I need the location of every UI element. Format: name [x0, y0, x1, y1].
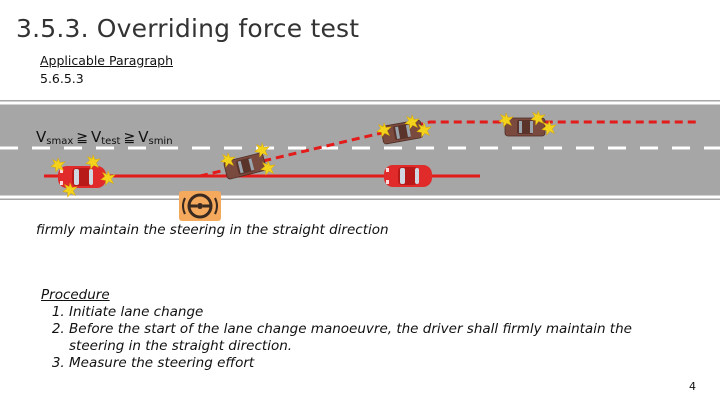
procedure-title: Procedure [41, 287, 110, 303]
ge-symbol: ≧ [76, 130, 88, 146]
speed-condition: Vsmax≧Vtest≧Vsmin [36, 128, 173, 147]
procedure-steps: Initiate lane change Before the start of… [41, 304, 691, 372]
section-number: 3.5.3. [16, 14, 89, 43]
procedure-step: Initiate lane change [69, 304, 691, 321]
procedure-step: Measure the steering effort [69, 355, 691, 372]
procedure-section: Procedure Initiate lane change Before th… [41, 287, 691, 372]
v-smax-subscript: smax [46, 136, 74, 147]
v-test-subscript: test [101, 136, 121, 147]
applicable-paragraph-label: Applicable Paragraph [40, 53, 173, 68]
section-title: Overriding force test [96, 14, 360, 43]
red-car-icon [384, 165, 432, 187]
ge-symbol: ≧ [123, 130, 136, 146]
procedure-step: Before the start of the lane change mano… [69, 321, 691, 355]
page-number: 4 [689, 380, 696, 393]
v-symbol: V [36, 128, 47, 146]
steering-wheel-icon [179, 191, 221, 221]
paragraph-number: 5.6.5.3 [40, 71, 84, 86]
road [0, 100, 720, 200]
v-symbol: V [138, 128, 149, 146]
v-smin-subscript: smin [148, 136, 173, 147]
slide-title: 3.5.3.Overriding force test [16, 14, 359, 43]
steering-caption: firmly maintain the steering in the stra… [36, 222, 389, 238]
v-symbol: V [91, 128, 102, 146]
